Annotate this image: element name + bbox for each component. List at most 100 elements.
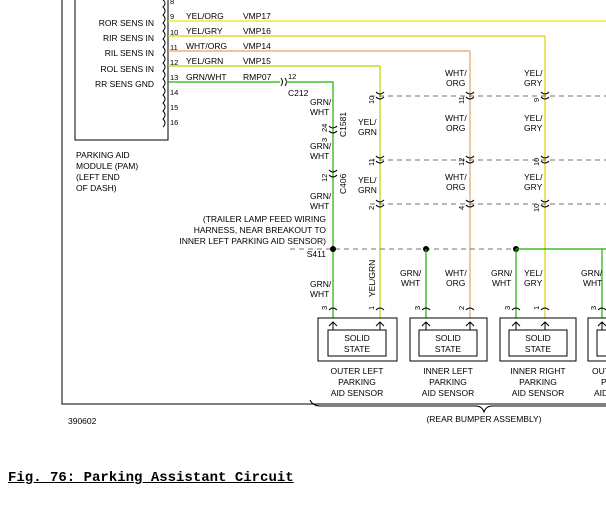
solid-state-text: SOLID — [435, 333, 461, 343]
pam-connector-bracket — [162, 0, 166, 128]
c212-label: C212 — [288, 88, 309, 98]
solid-state-text: SOLID — [525, 333, 551, 343]
sensor-pin: 3 — [589, 306, 598, 310]
connector-arc — [540, 199, 550, 208]
wire-color-label: GRN/WHT — [186, 72, 227, 82]
c212-pin: 12 — [288, 72, 296, 81]
circuit-label: VMP16 — [243, 26, 271, 36]
sensor-name-line: AID SENSOR — [331, 388, 383, 398]
pam-pin-label: RR SENS GND — [95, 79, 154, 89]
connector-arc — [540, 155, 550, 164]
wire-label: YEL/ — [524, 268, 543, 278]
connector-arc — [465, 155, 475, 164]
sensor-name-line: PARKING — [519, 377, 557, 387]
wire-label: YEL/ — [524, 68, 543, 78]
wire-label: YEL/ — [358, 175, 377, 185]
pam-name-line: (LEFT END — [76, 172, 120, 182]
wire-label: ORG — [446, 278, 465, 288]
connector-arc — [465, 199, 475, 208]
sensor-name-line: AID — [594, 388, 606, 398]
sensor-name-line: PARKING — [429, 377, 467, 387]
connector-arc — [375, 155, 385, 164]
wire-label: YEL/ — [524, 113, 543, 123]
wire-label: GRN/ — [581, 268, 603, 278]
c406-pin: 12 — [320, 174, 329, 182]
wire-label: WHT — [492, 278, 511, 288]
circuit-label: RMP07 — [243, 72, 272, 82]
pam-name-line: PARKING AID — [76, 150, 130, 160]
wire-label: WHT — [310, 289, 329, 299]
connector-arc — [328, 125, 338, 134]
pam-pin-label: RIL SENS IN — [105, 48, 154, 58]
pin-number: 2 — [367, 206, 376, 210]
pam-pin-label: ROR SENS IN — [99, 18, 154, 28]
sensor-pin: 3 — [320, 306, 329, 310]
harness-note-line: (TRAILER LAMP FEED WIRING — [203, 214, 326, 224]
wire-label-vertical: YEL/GRN — [367, 260, 377, 297]
sensor-pin: 2 — [457, 306, 466, 310]
solid-state-box — [596, 329, 606, 357]
diagram-id: 390602 — [68, 416, 97, 426]
sensor-pin: 3 — [503, 306, 512, 310]
wire-label: GRN/ — [491, 268, 513, 278]
c1581-pin: 3 — [320, 138, 329, 142]
wire-label: GRN/ — [310, 191, 332, 201]
circuit-label: VMP14 — [243, 41, 271, 51]
pam-pin-number: 11 — [170, 43, 178, 52]
pin-number: 12 — [457, 158, 466, 166]
parking-aid-wiring-diagram: 8 9 10 11 12 13 14 15 16 ROR SENS IN RIR… — [61, 0, 606, 426]
wire-label: WHT — [310, 107, 329, 117]
wire-grn-wht-main — [286, 81, 334, 318]
pin-number: 11 — [457, 96, 466, 104]
wire-label: GRY — [524, 182, 543, 192]
solid-state-text: STATE — [525, 344, 551, 354]
sensor-name-line: P — [601, 377, 606, 387]
solid-state-box — [508, 329, 568, 357]
sensor-connector-arcs — [328, 307, 606, 311]
sensor-arrows — [328, 321, 606, 330]
pam-pin-number: 15 — [170, 103, 178, 112]
c406-label: C406 — [338, 173, 348, 194]
wire-label: WHT — [310, 151, 329, 161]
connector-arc — [375, 91, 385, 100]
sensor-pin: 3 — [413, 306, 422, 310]
circuit-label: VMP17 — [243, 11, 271, 21]
pin-number: 4 — [457, 206, 466, 210]
figure-caption: Fig. 76: Parking Assistant Circuit — [8, 470, 294, 486]
wire-label: GRY — [524, 78, 543, 88]
sensor-name-line: INNER LEFT — [423, 366, 473, 376]
solid-state-box — [327, 329, 387, 357]
pam-pin-label: ROL SENS IN — [100, 64, 154, 74]
sensor-name-line: INNER RIGHT — [510, 366, 565, 376]
wire-label: WHT — [401, 278, 420, 288]
pin-number: 9 — [532, 98, 541, 102]
connector-arc — [540, 91, 550, 100]
wire-label: GRN/ — [310, 279, 332, 289]
wire-color-label: YEL/GRN — [186, 56, 223, 66]
wire-label: YEL/ — [524, 172, 543, 182]
pam-pin-number: 8 — [170, 0, 174, 6]
wire-label: ORG — [446, 78, 465, 88]
c1581-pin: 24 — [320, 124, 329, 132]
pam-module-box — [74, 0, 169, 141]
wire-label: GRN/ — [310, 141, 332, 151]
wire-label: ORG — [446, 123, 465, 133]
wire-label: WHT — [310, 201, 329, 211]
wire-color-label: YEL/GRY — [186, 26, 223, 36]
solid-state-text: STATE — [344, 344, 370, 354]
wire-label: WHT/ — [445, 268, 467, 278]
wire-color-label: YEL/ORG — [186, 11, 224, 21]
connector-arc — [375, 199, 385, 208]
connector-arc — [465, 91, 475, 100]
solid-state-text: STATE — [435, 344, 461, 354]
harness-note-line: HARNESS, NEAR BREAKOUT TO — [194, 225, 327, 235]
wire-label: ORG — [446, 182, 465, 192]
wire-label: YEL/ — [358, 117, 377, 127]
connector-arc — [328, 169, 338, 178]
pin-number: 10 — [532, 204, 541, 212]
wire-label: WHT/ — [445, 113, 467, 123]
rear-bumper-brace — [309, 399, 606, 414]
pin-number: 10 — [532, 158, 541, 166]
sensor-pin: 1 — [532, 306, 541, 310]
pam-pin-number: 12 — [170, 58, 178, 67]
